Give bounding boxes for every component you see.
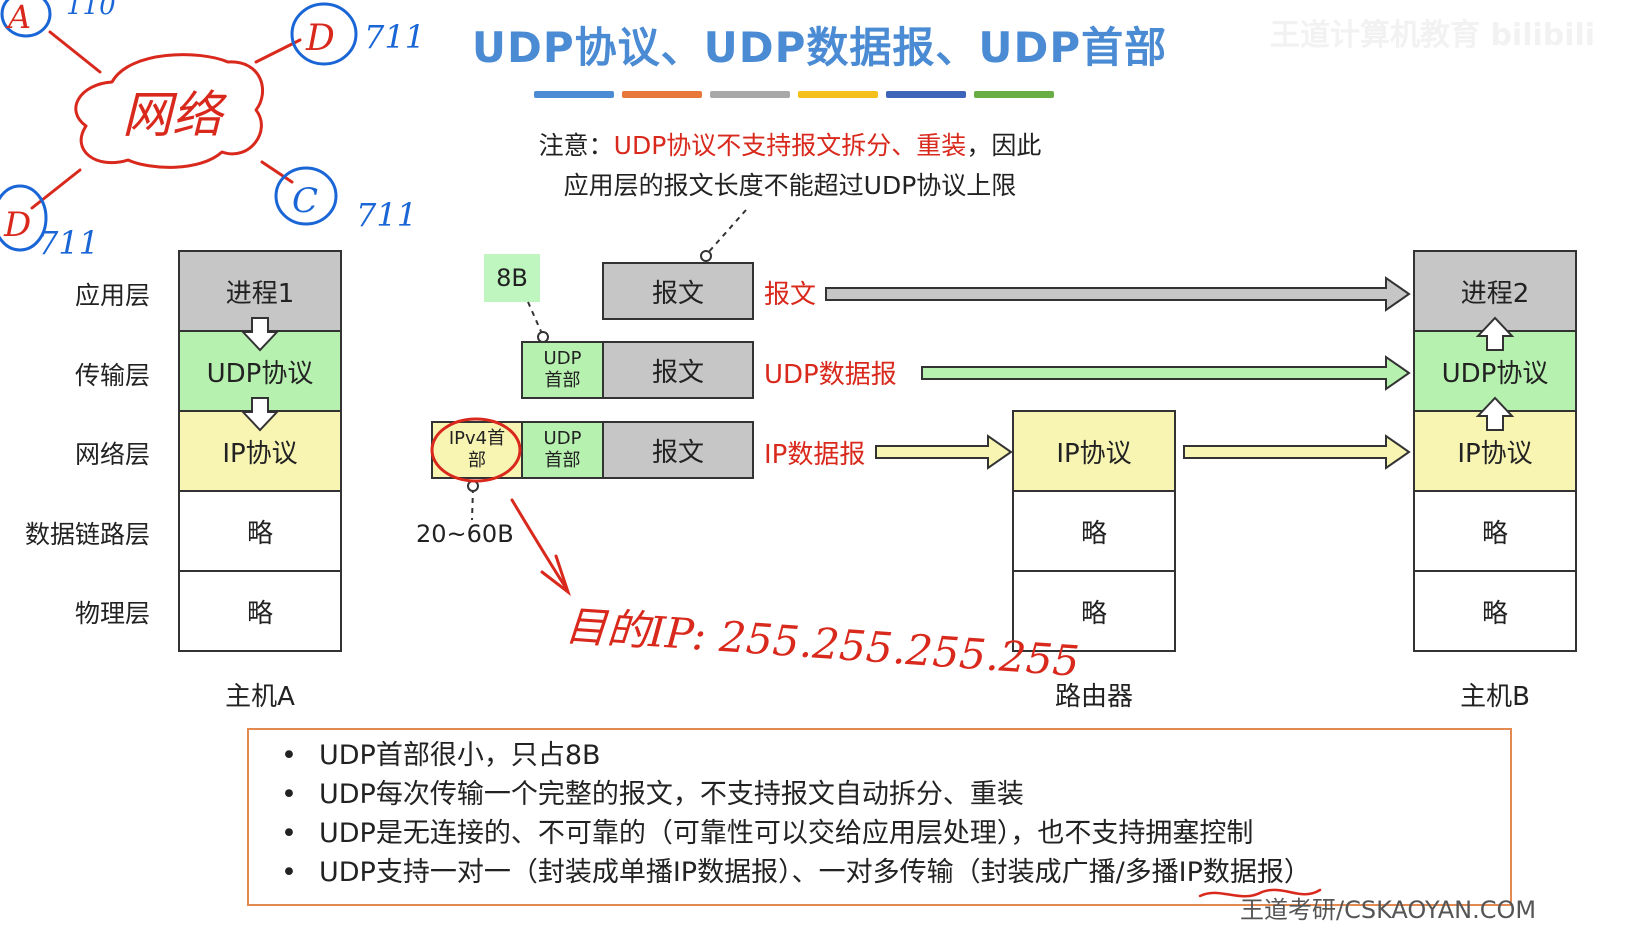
layer-label-transport: 传输层 [74, 361, 150, 390]
summary-item-2: UDP每次传输一个完整的报文，不支持报文自动拆分、重装 [281, 775, 1510, 814]
arrow-udp-datagram [921, 355, 1411, 391]
hostB-caption: 主机B [1460, 682, 1530, 712]
title-bar-2 [622, 91, 702, 98]
note-suffix: ，因此 [966, 131, 1042, 160]
node-b-label: D [3, 205, 31, 245]
node-a-label: A [5, 0, 31, 36]
title-bar-4 [798, 91, 878, 98]
node-d-label: D [305, 18, 335, 59]
ip-size-connector [471, 487, 474, 521]
hostA-physical: 略 [178, 570, 342, 652]
layer-label-app: 应用层 [74, 281, 150, 310]
hostA-down-arrow-1 [240, 317, 280, 352]
hostA-link: 略 [178, 490, 342, 572]
label-ip-datagram: IP数据报 [764, 440, 866, 470]
packet-ipv4-header: IPv4首 部 [431, 421, 523, 479]
summary-box: UDP首部很小，只占8B UDP每次传输一个完整的报文，不支持报文自动拆分、重装… [247, 728, 1512, 906]
ip-size-connector-dot [467, 480, 479, 492]
title-bar-6 [974, 91, 1054, 98]
note: 注意：UDP协议不支持报文拆分、重装，因此 应用层的报文长度不能超过UDP协议上… [440, 126, 1140, 206]
label-message: 报文 [764, 280, 817, 310]
hostB-up-arrow-1 [1475, 316, 1515, 351]
mark-711-left: 711 [38, 224, 99, 262]
watermark: 王道计算机教育 bilibili [1270, 18, 1596, 53]
node-c-label: C [292, 181, 318, 221]
hostB-network: IP协议 [1413, 410, 1577, 492]
title-bar-3 [710, 91, 790, 98]
packet-udp-payload: 报文 [602, 341, 754, 399]
packet-ip-payload: 报文 [602, 421, 754, 479]
note-prefix: 注意： [538, 131, 614, 160]
router-link: 略 [1012, 490, 1176, 572]
summary-item-3: UDP是无连接的、不可靠的（可靠性可以交给应用层处理），也不支持拥塞控制 [281, 814, 1510, 853]
hostA-caption: 主机A [225, 682, 295, 712]
note-connector [705, 209, 747, 256]
udp-header-line2: 首部 [544, 370, 581, 391]
dest-ip-arrow [510, 498, 568, 590]
broadcast-underline [1198, 888, 1322, 898]
ipv4-header-circle [430, 417, 522, 483]
dest-ip-arrowhead [540, 554, 571, 597]
note-red-text: UDP协议不支持报文拆分、重装 [613, 131, 967, 160]
node-circles [0, 0, 358, 252]
udp-header-size-badge: 8B [484, 254, 540, 302]
ip-udp-header-line2: 首部 [544, 450, 581, 471]
title-bar-5 [886, 91, 966, 98]
8b-connector-dot [537, 331, 549, 343]
layer-label-link: 数据链路层 [24, 520, 150, 549]
router-network: IP协议 [1012, 410, 1176, 492]
ipv4-header-line2: 部 [468, 450, 486, 471]
layer-label-network: 网络层 [74, 440, 150, 469]
hostB-up-arrow-2 [1475, 396, 1515, 431]
arrow-router-to-hostB [1183, 434, 1411, 470]
ip-udp-header-line1: UDP [543, 428, 582, 449]
hostB-link: 略 [1413, 490, 1577, 572]
hostB-physical: 略 [1413, 570, 1577, 652]
summary-item-4: UDP支持一对一（封装成单播IP数据报）、一对多传输（封装成广播/多播IP数据报… [281, 853, 1510, 892]
ipv4-header-line1: IPv4首 [448, 428, 506, 449]
8b-connector [527, 301, 544, 337]
layer-label-physical: 物理层 [74, 599, 150, 628]
mark-711-mid: 711 [356, 196, 417, 234]
packet-message-payload: 报文 [602, 262, 754, 320]
mark-110: 110 [66, 0, 116, 21]
note-connector-dot [700, 250, 712, 262]
arrow-message [825, 276, 1411, 312]
mark-711-top: 711 [364, 18, 425, 56]
packet-ip-udp-header: UDP 首部 [521, 421, 604, 479]
page-title: UDP协议、UDP数据报、UDP首部 [471, 23, 1168, 72]
ip-header-size-label: 20~60B [416, 520, 514, 548]
router-physical: 略 [1012, 570, 1176, 652]
udp-header-line1: UDP [543, 348, 582, 369]
dest-ip-handwriting: 目的IP: 255.255.255.255 [563, 601, 1081, 686]
note-line2: 应用层的报文长度不能超过UDP协议上限 [563, 171, 1017, 200]
title-bar-1 [534, 91, 614, 98]
hostA-down-arrow-2 [240, 397, 280, 432]
summary-item-1: UDP首部很小，只占8B [281, 736, 1510, 775]
label-udp-datagram: UDP数据报 [764, 360, 897, 390]
arrow-ip-to-router [875, 434, 1013, 470]
router-caption: 路由器 [1054, 682, 1133, 712]
network-handwriting: 网络 [122, 86, 228, 144]
packet-udp-header: UDP 首部 [521, 341, 604, 399]
network-cloud-sketch [74, 53, 265, 169]
